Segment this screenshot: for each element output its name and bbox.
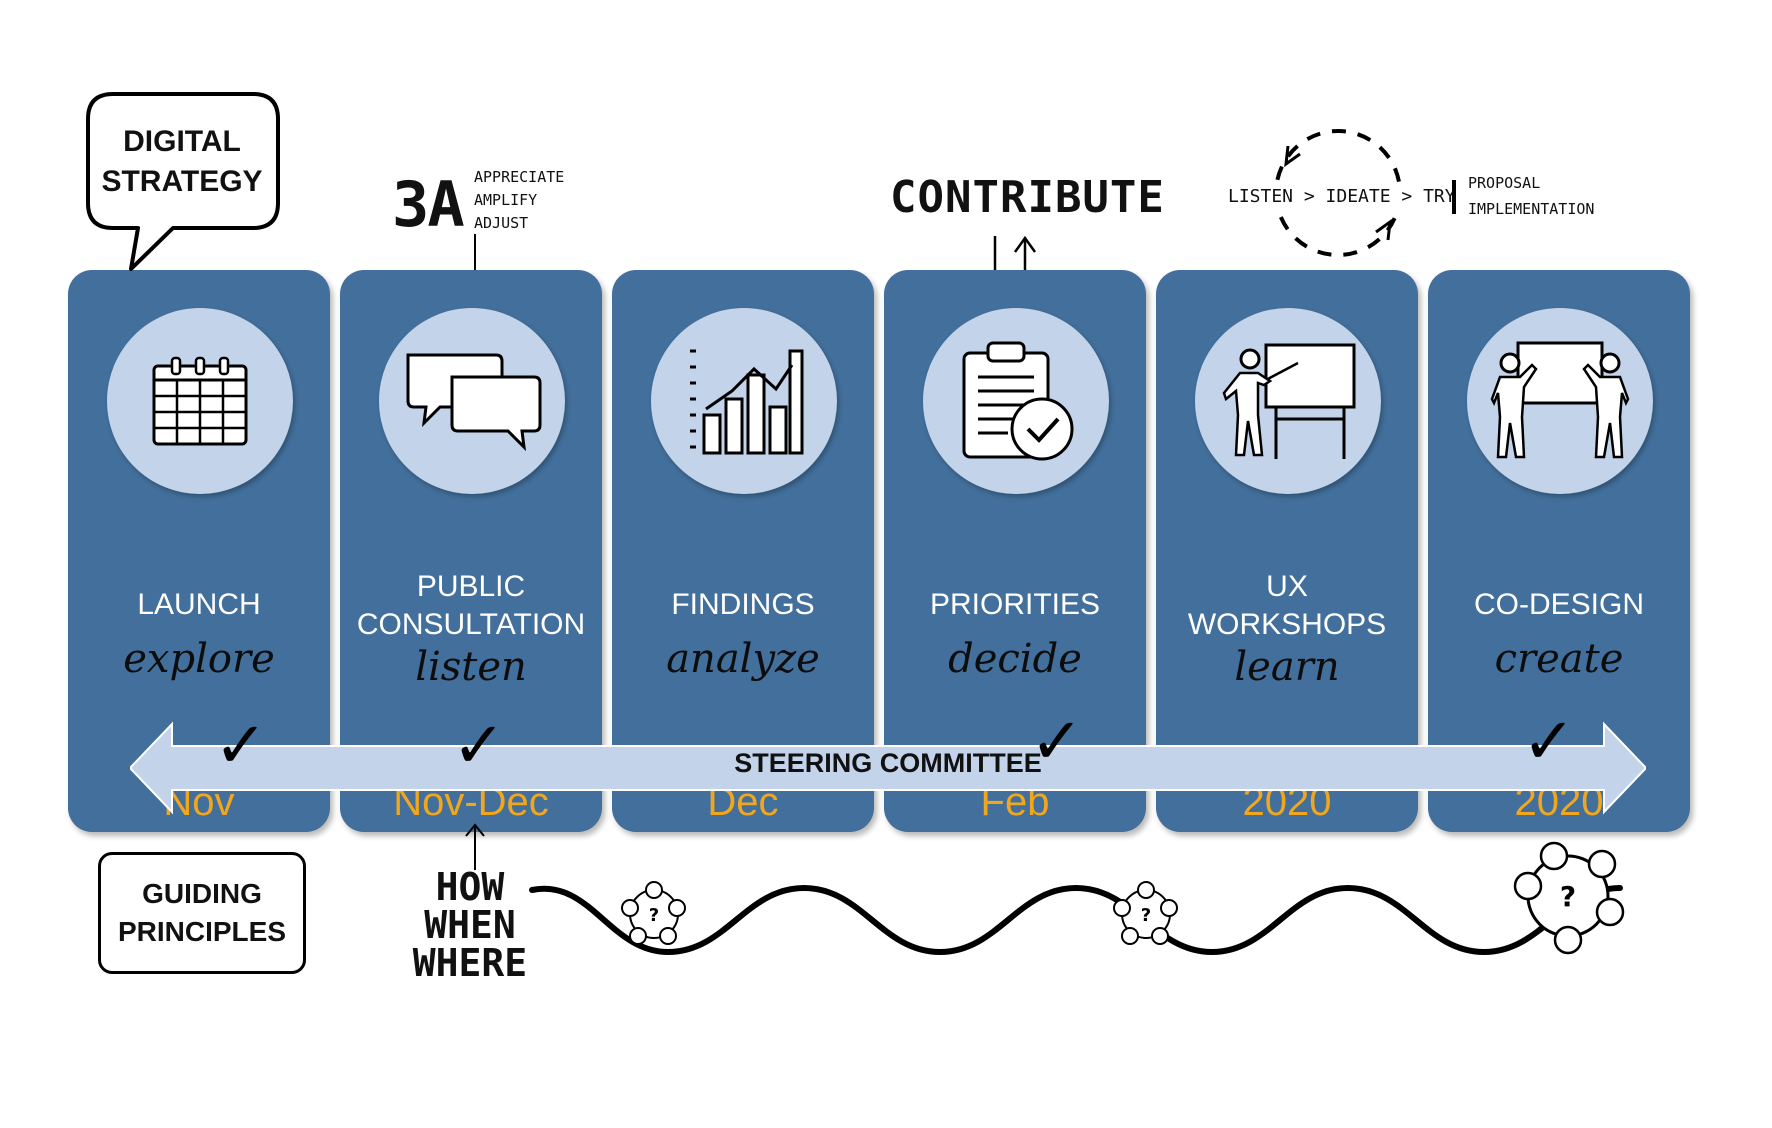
phase-icon-circle: [1467, 308, 1653, 494]
guiding-line1: GUIDING: [142, 878, 262, 909]
cycle-divider: [1452, 180, 1456, 214]
digital-strategy-callout: DIGITAL STRATEGY: [86, 92, 280, 271]
check-icon: ✓: [452, 709, 506, 783]
svg-text:?: ?: [649, 905, 659, 926]
phase-public-consultation: PUBLIC CONSULTATION listen Nov-Dec: [340, 270, 602, 832]
question-network-large-icon: ?: [1513, 841, 1625, 955]
phase-co-design: CO-DESIGN create 2020: [1428, 270, 1690, 832]
steering-committee-arrow: [130, 721, 1646, 815]
svg-text:?: ?: [1141, 905, 1151, 926]
svg-text:?: ?: [1560, 880, 1576, 913]
phase-title: LAUNCH: [68, 586, 330, 624]
three-a-label: 3A: [392, 168, 465, 241]
phase-title-line: PUBLIC: [416, 570, 526, 603]
phase-title-line: CONSULTATION: [356, 608, 586, 641]
callout-line2: STRATEGY: [101, 165, 263, 198]
check-icon: ✓: [1030, 705, 1084, 779]
question-network-icon: ?: [621, 881, 686, 945]
speech-bubble-shape: [86, 92, 280, 271]
phase-title: UX WORKSHOPS: [1156, 568, 1418, 644]
phase-title-line: WORKSHOPS: [1187, 608, 1387, 641]
phase-verb: decide: [948, 636, 1082, 682]
three-a-list: APPRECIATE AMPLIFY ADJUST: [474, 166, 564, 235]
phase-icon-circle: [379, 308, 565, 494]
phase-ux-workshops: UX WORKSHOPS learn 2020: [1156, 270, 1418, 832]
hww-line: WHERE: [412, 941, 528, 985]
wavy-path: [529, 884, 1623, 956]
arrow-up-icon: [465, 823, 485, 870]
how-when-where: HOW WHEN WHERE: [410, 868, 530, 982]
cycle-side: PROPOSAL IMPLEMENTATION: [1468, 170, 1594, 222]
phase-title: CO-DESIGN: [1428, 586, 1690, 624]
phase-icon-circle: [923, 308, 1109, 494]
contribute-label: CONTRIBUTE: [890, 172, 1165, 223]
phase-verb: learn: [1234, 644, 1340, 690]
two-people-board-icon: [1490, 341, 1630, 459]
three-a-item: AMPLIFY: [474, 191, 538, 209]
three-a-item: ADJUST: [474, 214, 529, 232]
guiding-line2: PRINCIPLES: [117, 916, 287, 947]
check-icon: ✓: [1522, 705, 1576, 779]
phase-verb: analyze: [666, 636, 820, 682]
phase-launch: LAUNCH explore Nov: [68, 270, 330, 832]
presenter-whiteboard-icon: [1222, 343, 1356, 459]
clipboard-check-icon: [962, 341, 1074, 461]
phase-title: FINDINGS: [612, 586, 874, 624]
phase-title-line: LAUNCH: [137, 588, 261, 621]
phase-verb: create: [1494, 636, 1624, 682]
phase-title: PRIORITIES: [884, 586, 1146, 624]
callout-line1: DIGITAL: [123, 125, 241, 158]
phase-title: PUBLIC CONSULTATION: [340, 568, 602, 644]
phase-findings: FINDINGS analyze Dec: [612, 270, 874, 832]
phase-icon-circle: [1195, 308, 1381, 494]
speech-bubbles-icon: [406, 353, 542, 451]
cycle-side-item: PROPOSAL: [1468, 174, 1541, 192]
check-icon: ✓: [214, 709, 268, 783]
cycle-side-item: IMPLEMENTATION: [1468, 200, 1595, 218]
phase-title-line: UX: [1266, 570, 1308, 603]
three-a-item: APPRECIATE: [474, 168, 565, 186]
question-network-icon: ?: [1113, 881, 1178, 945]
phase-verb: explore: [123, 636, 275, 682]
guiding-principles-box: GUIDING PRINCIPLES: [98, 852, 306, 974]
hww-line: WHEN: [424, 903, 516, 947]
phase-icon-circle: [651, 308, 837, 494]
phase-title-line: FINDINGS: [671, 588, 815, 621]
phase-title-line: CO-DESIGN: [1473, 588, 1644, 621]
phase-title-line: PRIORITIES: [929, 588, 1101, 621]
hww-line: HOW: [435, 865, 505, 909]
bar-chart-icon: [690, 349, 804, 455]
calendar-icon: [152, 356, 248, 446]
phase-icon-circle: [107, 308, 293, 494]
cycle-text: LISTEN > IDEATE > TRY: [1224, 184, 1460, 209]
phase-verb: listen: [415, 644, 527, 690]
steering-committee-label: STEERING COMMITTEE: [734, 748, 1042, 778]
